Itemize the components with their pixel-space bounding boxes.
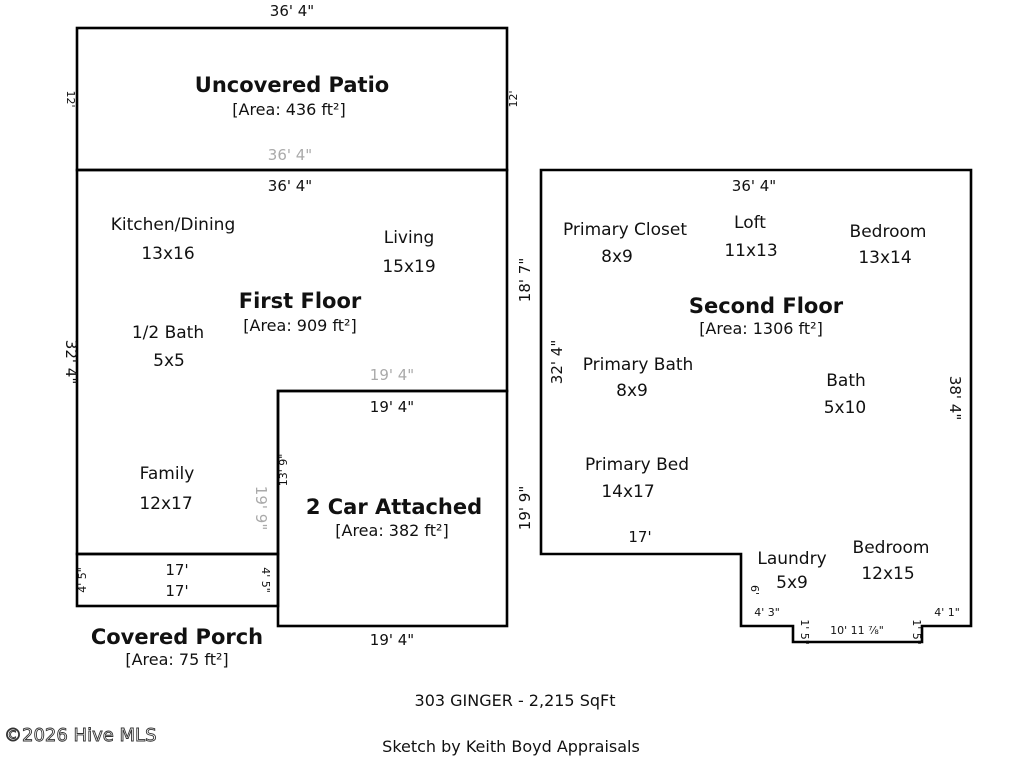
porch-area: [Area: 75 ft²] — [125, 650, 228, 669]
porch-outline — [75, 552, 280, 608]
room-primary-bath-size: 8x9 — [616, 381, 648, 401]
room-primary-bath-name: Primary Bath — [583, 355, 694, 375]
dim-patio-left: 12' — [64, 90, 77, 107]
dim-second-bottom-left: 17' — [628, 528, 651, 546]
dim-second-notch-bottom: 10' 11 ⅞" — [830, 624, 884, 637]
room-kitchen-dining-name: Kitchen/Dining — [111, 215, 236, 235]
first-floor-area: [Area: 909 ft²] — [243, 316, 356, 335]
dim-patio-bottom: 36' 4" — [268, 146, 312, 164]
garage-outline — [276, 389, 509, 628]
porch-name: Covered Porch — [91, 625, 263, 649]
room-family-size: 12x17 — [139, 494, 192, 514]
garage-area: [Area: 382 ft²] — [335, 521, 448, 540]
room-family-name: Family — [140, 464, 195, 484]
room-primary-closet-name: Primary Closet — [563, 220, 687, 240]
first-floor-name: First Floor — [239, 289, 362, 313]
dim-grey-19-4: 19' 4" — [370, 366, 414, 384]
dim-porch-bottom: 17' — [165, 582, 188, 600]
second-floor-outline — [539, 168, 973, 644]
dim-garage-top: 19' 4" — [370, 398, 414, 416]
sketch-address: 303 GINGER - 2,215 SqFt — [415, 691, 616, 710]
room-laundry-size: 5x9 — [776, 573, 808, 593]
room-bath-name: Bath — [826, 371, 866, 391]
dim-garage-left: 13' 9" — [277, 454, 290, 487]
room-half-bath-size: 5x5 — [153, 351, 185, 371]
dim-garage-bottom: 19' 4" — [370, 631, 414, 649]
dim-porch-top: 17' — [165, 561, 188, 579]
dim-first-right: 18' 7" — [516, 258, 534, 302]
room-loft-size: 11x13 — [724, 241, 777, 261]
room-loft-name: Loft — [734, 213, 766, 233]
dim-second-small-left: 4' 3" — [754, 606, 780, 619]
room-bath-size: 5x10 — [824, 398, 867, 418]
dim-second-notch-left: 1' 5" — [798, 619, 811, 645]
dim-garage-right: 19' 9" — [516, 486, 534, 530]
dim-second-small-right: 4' 1" — [934, 606, 960, 619]
garage-name: 2 Car Attached — [306, 495, 482, 519]
room-primary-closet-size: 8x9 — [601, 247, 633, 267]
dim-second-step-left: 6' — [748, 585, 761, 595]
dim-second-left: 32' 4" — [548, 340, 566, 384]
sketch-credit: Sketch by Keith Boyd Appraisals — [382, 737, 640, 756]
dim-second-top: 36' 4" — [732, 177, 776, 195]
room-primary-bed-size: 14x17 — [601, 482, 654, 502]
second-floor-area: [Area: 1306 ft²] — [699, 319, 823, 338]
room-bedroom-2-size: 12x15 — [861, 564, 914, 584]
room-living-name: Living — [384, 228, 435, 248]
room-living-size: 15x19 — [382, 257, 435, 277]
room-bedroom-1-name: Bedroom — [850, 222, 927, 242]
dim-patio-top: 36' 4" — [270, 2, 314, 20]
dim-second-right: 38' 4" — [946, 376, 964, 420]
room-bedroom-2-name: Bedroom — [853, 538, 930, 558]
patio-name: Uncovered Patio — [195, 73, 389, 97]
second-floor-name: Second Floor — [689, 294, 844, 318]
dim-second-notch-right: 1' 5" — [910, 619, 923, 645]
room-half-bath-name: 1/2 Bath — [132, 323, 204, 343]
room-laundry-name: Laundry — [757, 549, 826, 569]
dim-patio-right: 12' — [507, 90, 520, 107]
copyright-watermark: ©2026 Hive MLS — [4, 725, 157, 746]
dim-first-top: 36' 4" — [268, 177, 312, 195]
patio-area: [Area: 436 ft²] — [232, 100, 345, 119]
dim-porch-left: 4' 5" — [76, 567, 89, 593]
room-primary-bed-name: Primary Bed — [585, 455, 689, 475]
dim-grey-19-9: 19' 9" — [252, 486, 270, 530]
room-bedroom-1-size: 13x14 — [858, 248, 911, 268]
dim-porch-right: 4' 5" — [259, 567, 272, 593]
room-kitchen-dining-size: 13x16 — [141, 244, 194, 264]
dim-first-left: 32' 4" — [62, 340, 80, 384]
